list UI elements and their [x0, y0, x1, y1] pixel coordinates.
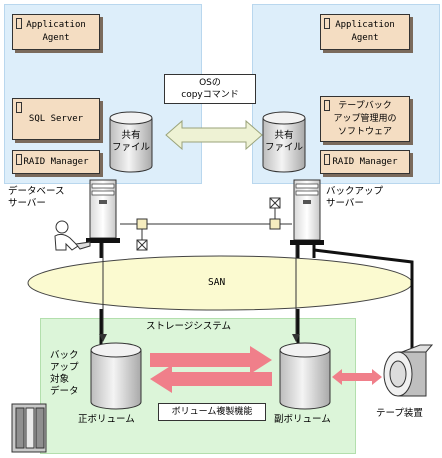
lan-switch-right	[269, 197, 281, 209]
component-marker-icon	[16, 102, 22, 113]
backup-server-label: バックアップ サーバー	[326, 186, 384, 209]
replication-arrow-forward	[150, 346, 272, 374]
sql-server-box: SQL Server	[12, 98, 100, 140]
backup-shared-file-label: 共有 ファイル	[264, 130, 303, 153]
primary-volume-label: 正ボリューム	[78, 414, 135, 425]
database-server-tower-icon	[86, 179, 120, 243]
secondary-volume-cylinder	[279, 342, 331, 410]
db-application-agent-box: Application Agent	[12, 14, 100, 50]
san-label: SAN	[208, 277, 226, 288]
lan-switch-left	[136, 239, 148, 251]
volume-replication-feature-label: ボリューム複製機能	[158, 403, 266, 421]
storage-system-title: ストレージシステム	[146, 321, 232, 332]
operator-icon	[54, 220, 91, 251]
db-application-agent-label: Application Agent	[26, 20, 86, 43]
backup-raid-manager-label: RAID Manager	[332, 156, 398, 167]
db-raid-manager-box: RAID Manager	[12, 150, 100, 174]
backup-application-agent-label: Application Agent	[335, 20, 395, 43]
shared-file-backup-cylinder	[262, 111, 306, 173]
backup-raid-manager-box: RAID Manager	[320, 150, 410, 174]
component-marker-icon	[324, 100, 330, 111]
replication-arrow-backward	[150, 365, 272, 393]
storage-rack-icon	[11, 403, 47, 453]
database-server-label: データベース サーバー	[8, 186, 65, 209]
copy-command-arrow	[165, 119, 263, 151]
backup-target-data-label: バック アップ 対象 データ	[50, 350, 79, 397]
tape-backup-software-label: テープバック アップ管理用の ソフトウェア	[333, 100, 397, 137]
component-marker-icon	[16, 154, 22, 165]
db-shared-file-label: 共有 ファイル	[111, 130, 150, 153]
tape-device-icon	[383, 344, 434, 397]
component-marker-icon	[324, 18, 330, 29]
secondary-volume-label: 副ボリューム	[274, 414, 331, 425]
data-path-arrows	[102, 240, 297, 336]
backup-server-tower-icon	[290, 179, 324, 245]
tape-transfer-arrow	[332, 369, 382, 385]
primary-volume-cylinder	[90, 342, 142, 410]
lan-node-right	[269, 218, 281, 230]
sql-server-label: SQL Server	[28, 113, 84, 124]
shared-file-db-cylinder	[109, 111, 153, 173]
tape-backup-software-box: テープバック アップ管理用の ソフトウェア	[320, 96, 410, 142]
copy-command-label: OSの copyコマンド	[164, 74, 256, 104]
db-raid-manager-label: RAID Manager	[23, 156, 89, 167]
component-marker-icon	[324, 154, 330, 165]
tape-device-label: テープ装置	[376, 408, 423, 419]
backup-application-agent-box: Application Agent	[320, 14, 410, 50]
component-marker-icon	[16, 18, 22, 29]
lan-node-left	[136, 218, 148, 230]
